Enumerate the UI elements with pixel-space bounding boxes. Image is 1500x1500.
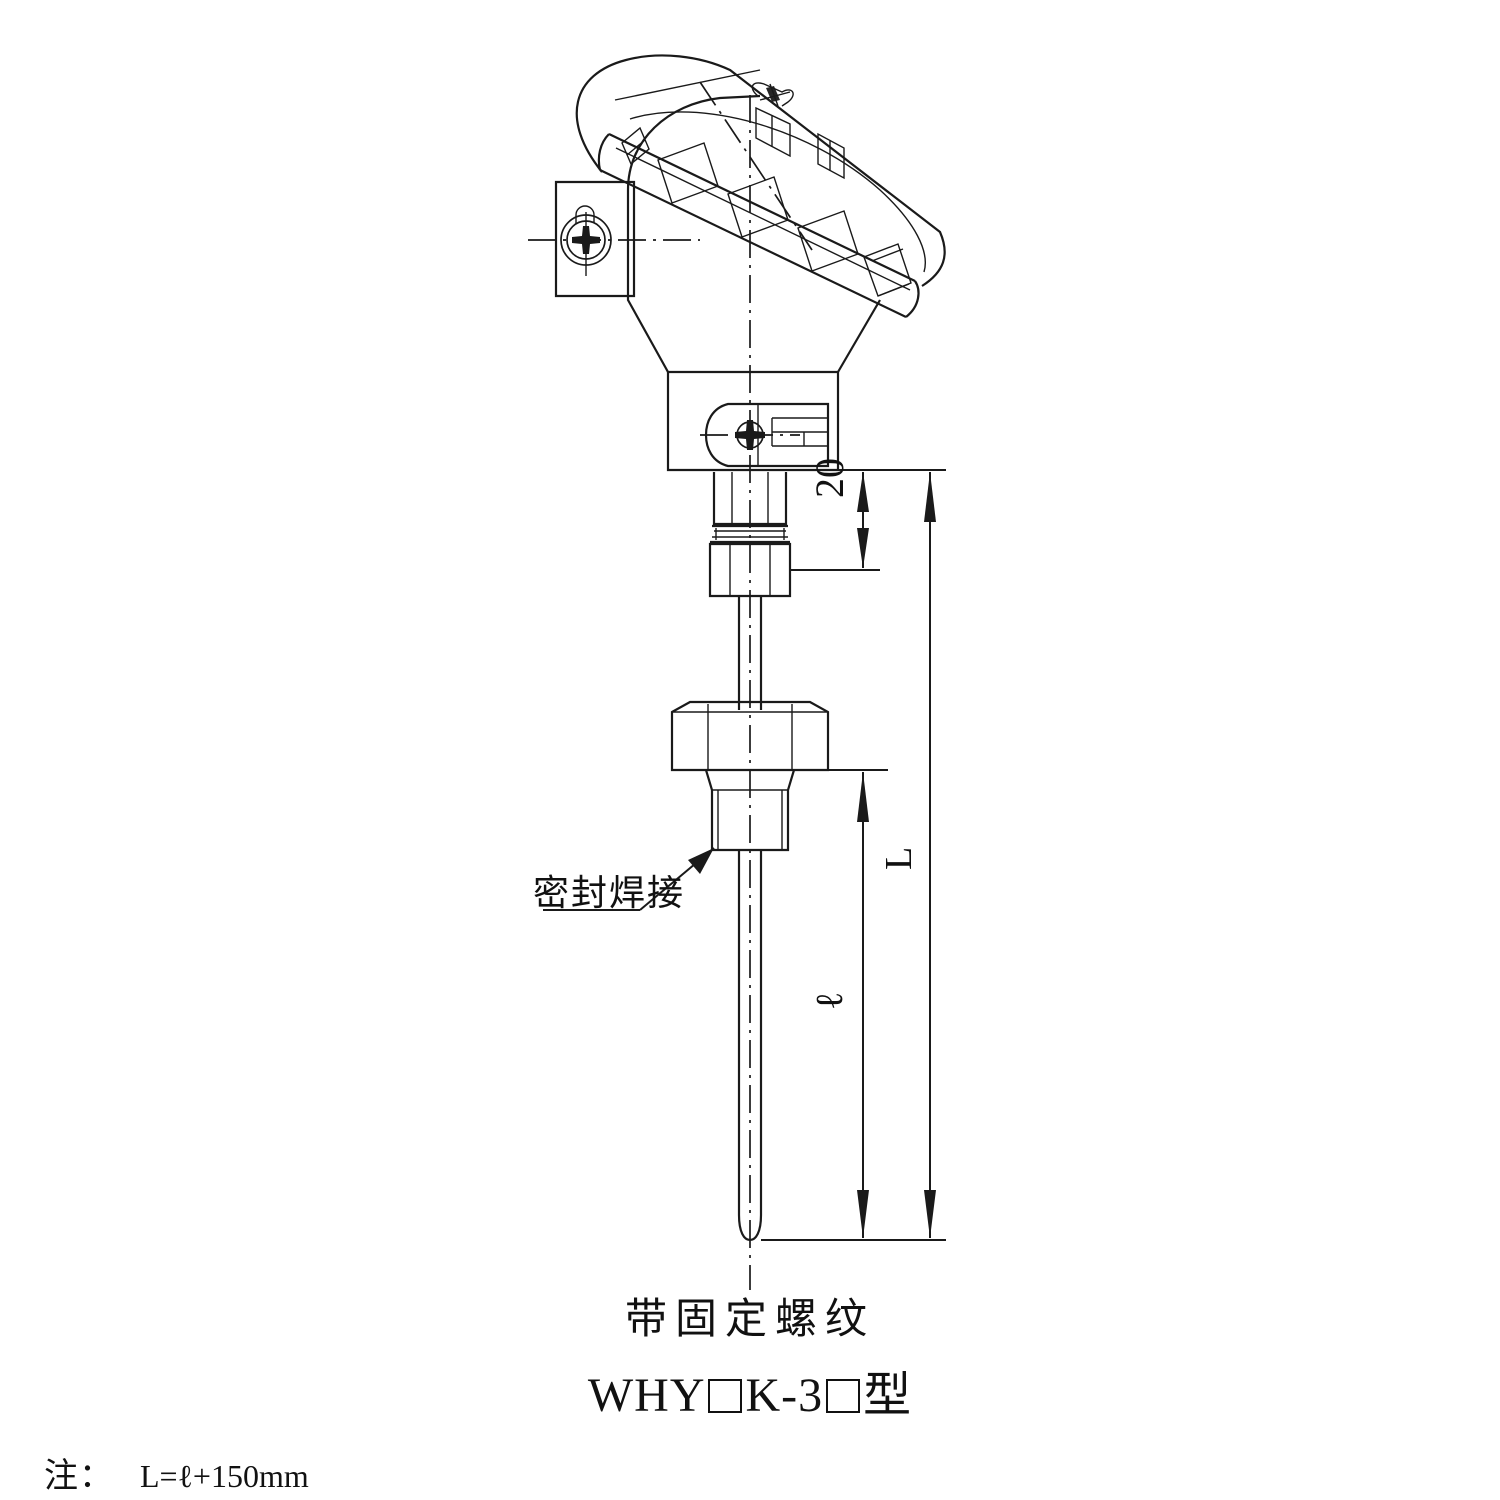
title-model: WHY K-3 型 [0, 1355, 1500, 1425]
dimension-20-value: 20 [807, 458, 852, 498]
dimension-total-length-value: L [878, 846, 920, 870]
seal-weld-leader [543, 847, 715, 911]
cap-vent-post [751, 82, 794, 158]
note-label: 注： [44, 1456, 114, 1496]
model-suffix: 型 [863, 1369, 913, 1422]
seal-weld-label: 密封焊接 [533, 873, 686, 914]
cable-gland [700, 402, 830, 468]
model-box-1 [708, 1379, 743, 1413]
probe-stem-upper [737, 596, 763, 710]
compression-fitting [708, 472, 792, 598]
dimension-insertion-length [761, 769, 946, 1241]
dimension-insertion-length-value: ℓ [809, 991, 851, 1010]
model-middle: K-3 [745, 1369, 824, 1422]
fixed-thread-nut [670, 700, 830, 852]
model-box-2 [826, 1379, 861, 1413]
dimension-20 [790, 469, 946, 571]
head-cap [575, 54, 946, 318]
note-row: 注： L=ℓ+150mm [44, 1448, 309, 1497]
model-prefix: WHY [587, 1369, 706, 1422]
cap-knurl-segments [621, 126, 912, 297]
head-housing [626, 94, 881, 472]
mounting-lug [528, 180, 700, 298]
cap-lug-post [817, 132, 845, 180]
note-value: L=ℓ+150mm [140, 1458, 309, 1494]
probe-stem-lower [737, 850, 763, 1242]
dimension-total-length [924, 472, 936, 1238]
title-chinese: 带固定螺纹 [624, 1294, 875, 1343]
